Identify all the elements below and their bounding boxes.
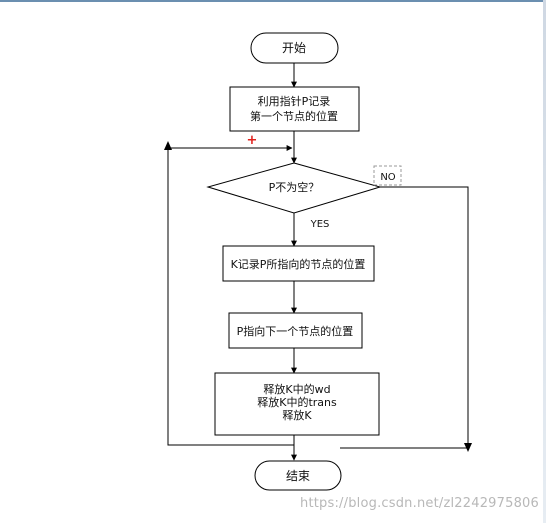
no-branch-line <box>340 186 469 449</box>
yes-label: YES <box>310 219 330 230</box>
step4-box <box>214 372 380 436</box>
step4-line3: 释放K <box>282 408 312 422</box>
end-label: 结束 <box>286 469 310 483</box>
watermark-text: https://blog.csdn.net/zl2242975806 <box>300 496 540 511</box>
no-label-frame <box>373 165 402 186</box>
red-plus-marker: + <box>247 133 258 148</box>
loop-back-line <box>167 145 294 446</box>
step4-line1: 释放K中的wd <box>263 382 330 396</box>
arrow-to-end <box>340 448 468 461</box>
step1-line2: 第一个节点的位置 <box>250 109 338 123</box>
frame-top-border <box>0 0 546 2</box>
step1-line1: 利用指针P记录 <box>258 94 331 108</box>
no-label: NO <box>380 172 395 183</box>
step3-label: P指向下一个节点的位置 <box>237 324 354 338</box>
start-label: 开始 <box>282 41 306 55</box>
loop-up-arrowhead <box>164 141 172 150</box>
arrow-into-end <box>339 452 468 460</box>
step2-label: K记录P所指向的节点的位置 <box>231 257 366 271</box>
frame-right-border <box>543 0 546 523</box>
no-arrowhead-down <box>464 443 472 452</box>
step4-line2: 释放K中的trans <box>257 395 337 409</box>
step1-box <box>229 86 360 132</box>
step3-box <box>228 312 363 349</box>
end-terminal <box>254 460 342 491</box>
step2-box <box>222 245 375 282</box>
decision-label: P不为空？ <box>269 180 320 194</box>
